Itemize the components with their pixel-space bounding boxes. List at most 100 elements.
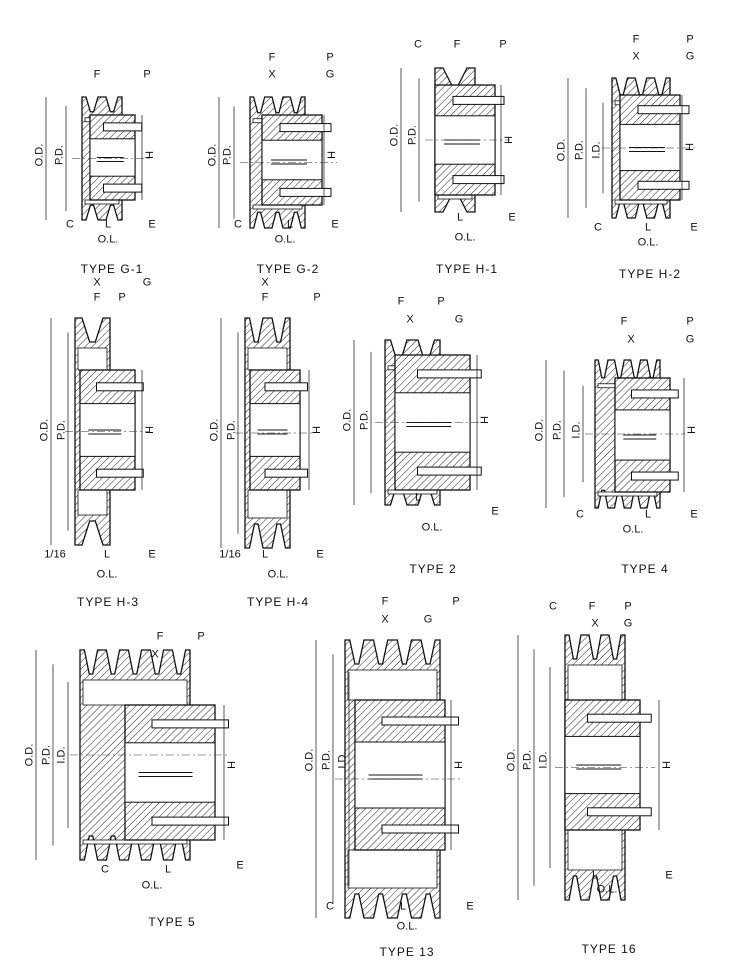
dimension-label-e: E	[491, 505, 499, 518]
dimension-label-f: F	[588, 600, 596, 613]
dimension-label-pd: P.D.	[221, 145, 234, 165]
dimension-label-od: O.D.	[388, 123, 401, 147]
dimension-label-x: X	[591, 617, 599, 630]
diagram-caption: TYPE H-1	[435, 262, 499, 276]
dimension-label-g: G	[142, 276, 152, 289]
dimension-label-l: L	[286, 218, 294, 231]
rim-web	[247, 489, 288, 519]
cap-screw	[417, 369, 482, 379]
dimension-label-f: F	[381, 595, 389, 608]
dimension-label-pd: P.D.	[358, 410, 371, 430]
dimension-label-h: H	[684, 426, 697, 434]
dimension-label-ol: O.L.	[97, 233, 119, 246]
dimension-label-f: F	[397, 295, 405, 308]
dimension-label-h: H	[324, 151, 337, 159]
dimension-label-pd: P.D.	[521, 750, 534, 770]
dimension-label-od: O.D.	[341, 408, 354, 432]
dimension-label-x: X	[627, 333, 635, 346]
dimension-label-l: L	[104, 218, 112, 231]
dimension-label-h: H	[477, 416, 490, 424]
dimension-label-ol: O.L.	[274, 233, 296, 246]
dimension-label-e: E	[665, 869, 673, 882]
diagram-caption: TYPE 16	[581, 942, 637, 956]
dimension-label-h: H	[501, 136, 514, 144]
dimension-label-id: I.D.	[570, 421, 583, 439]
dimension-label-e: E	[148, 548, 156, 561]
dimension-label-pd: P.D.	[551, 420, 564, 440]
dimension-label-p: P	[686, 33, 694, 46]
dimension-label-od: O.D.	[33, 143, 46, 167]
dimension-label-p: P	[452, 595, 460, 608]
dimension-label-c: C	[414, 38, 422, 51]
dimension-label-f: F	[268, 51, 276, 64]
dimension-label-h: H	[659, 761, 672, 769]
rim-web	[77, 347, 108, 371]
cap-screw	[587, 713, 652, 723]
cap-screw	[103, 122, 143, 132]
cap-screw	[151, 816, 229, 826]
dimension-label-c: C	[234, 218, 242, 231]
dimension-label-ol: O.L.	[141, 879, 163, 892]
dimension-label-p: P	[313, 291, 321, 304]
dimension-label-f: F	[453, 38, 461, 51]
cap-screw	[264, 468, 308, 478]
dimension-label-f: F	[93, 291, 101, 304]
dimension-label-c: C	[66, 218, 74, 231]
dimension-label-od: O.D.	[206, 143, 219, 167]
dimension-label-pd: P.D.	[573, 140, 586, 160]
rim-web	[77, 489, 108, 516]
cap-screw	[96, 468, 144, 478]
dimension-label-h: H	[224, 761, 237, 769]
dimension-label-p: P	[143, 68, 151, 81]
dimension-label-g: G	[685, 333, 695, 346]
dimension-label-e: E	[690, 221, 698, 234]
dimension-label-116: 1/16	[219, 548, 241, 561]
dimension-label-pd: P.D.	[320, 750, 333, 770]
dimension-label-l: L	[399, 900, 407, 913]
dimension-label-ol: O.L.	[622, 523, 644, 536]
dimension-label-od: O.D.	[505, 748, 518, 772]
diagram-caption: TYPE 13	[379, 945, 435, 959]
dimension-label-c: C	[549, 600, 557, 613]
dimension-label-pd: P.D.	[40, 745, 53, 765]
dimension-label-ol: O.L.	[596, 883, 618, 896]
cap-screw	[381, 716, 459, 726]
dimension-label-g: G	[325, 68, 335, 81]
dimension-label-c: C	[576, 508, 584, 521]
dimension-label-e: E	[690, 508, 698, 521]
dimension-label-id: I.D.	[336, 751, 349, 769]
dimension-label-od: O.D.	[555, 138, 568, 162]
dimension-label-x: X	[632, 50, 640, 63]
dimension-label-p: P	[686, 315, 694, 328]
dimension-label-x: X	[261, 276, 269, 289]
dimension-label-h: H	[142, 151, 155, 159]
dimension-label-l: L	[103, 548, 111, 561]
diagram-caption: TYPE H-4	[246, 595, 310, 609]
dimension-label-pd: P.D.	[225, 420, 238, 440]
dimension-label-ol: O.L.	[267, 568, 289, 581]
dimension-label-pd: P.D.	[55, 420, 68, 440]
dimension-label-ol: O.L.	[96, 568, 118, 581]
dimension-label-g: G	[454, 313, 464, 326]
cap-screw	[631, 471, 679, 481]
dimension-label-x: X	[93, 276, 101, 289]
dimension-label-od: O.D.	[38, 418, 51, 442]
dimension-label-p: P	[197, 630, 205, 643]
dimension-label-e: E	[316, 548, 324, 561]
diagram-caption: TYPE H-3	[76, 595, 140, 609]
dimension-label-e: E	[148, 218, 156, 231]
dimension-label-c: C	[101, 863, 109, 876]
dimension-label-id: I.D.	[55, 746, 68, 764]
dimension-label-ol: O.L.	[454, 231, 476, 244]
cap-screw	[96, 382, 144, 392]
dimension-label-l: L	[644, 221, 652, 234]
dimension-label-x: X	[406, 313, 414, 326]
diagram-caption: TYPE G-1	[80, 262, 144, 276]
dimension-label-g: G	[685, 50, 695, 63]
dimension-label-f: F	[156, 630, 164, 643]
dimension-label-h: H	[682, 143, 695, 151]
dimension-label-f: F	[261, 291, 269, 304]
dimension-label-l: L	[164, 863, 172, 876]
rim-web	[247, 347, 288, 371]
